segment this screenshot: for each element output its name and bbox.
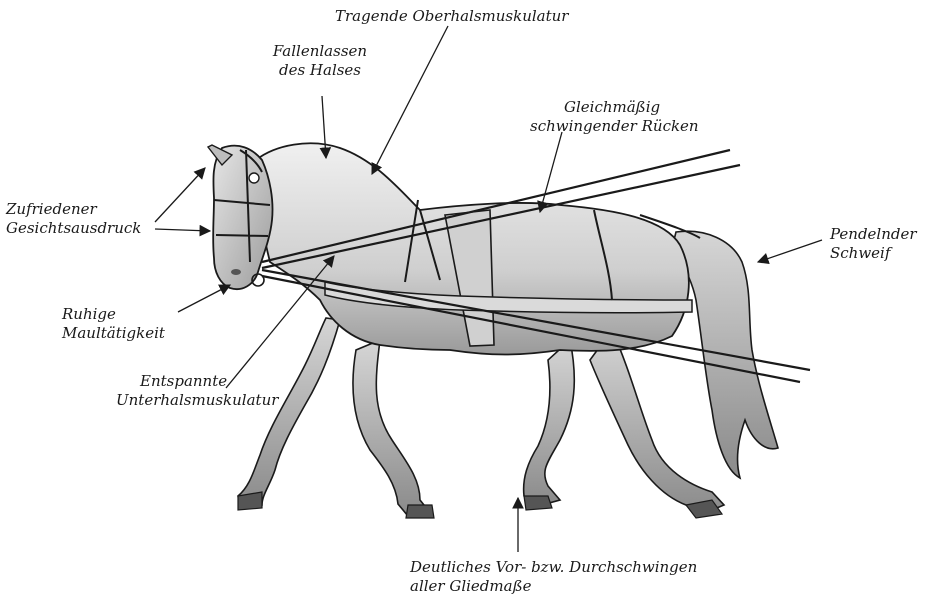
label-gesicht: Zufriedener Gesichtsausdruck [6,200,141,238]
hind-leg-right [524,340,575,506]
front-leg-left [353,340,432,516]
pointer-schweif [758,240,822,262]
pointer-gesicht-upper [155,168,205,222]
hoof [238,492,722,518]
pointer-ruecken [540,132,562,212]
label-fallenlassen: Fallenlassen des Halses [250,42,390,80]
label-unterhals: Entspannte Unterhalsmuskulatur [116,372,278,410]
label-maul: Ruhige Maultätigkeit [62,305,165,343]
bridle-ring [249,173,259,183]
front-leg-right [238,318,340,508]
label-ruecken: Gleichmäßig schwingender Rücken [530,98,699,136]
label-gliedmasse: Deutliches Vor- bzw. Durchschwingen alle… [410,558,697,596]
label-schweif: Pendelnder Schweif [830,225,917,263]
nostril [231,269,241,275]
label-oberhals: Tragende Oberhalsmuskulatur [335,7,568,26]
pointer-maul [178,285,230,312]
pointer-gesicht-lower [155,229,210,231]
